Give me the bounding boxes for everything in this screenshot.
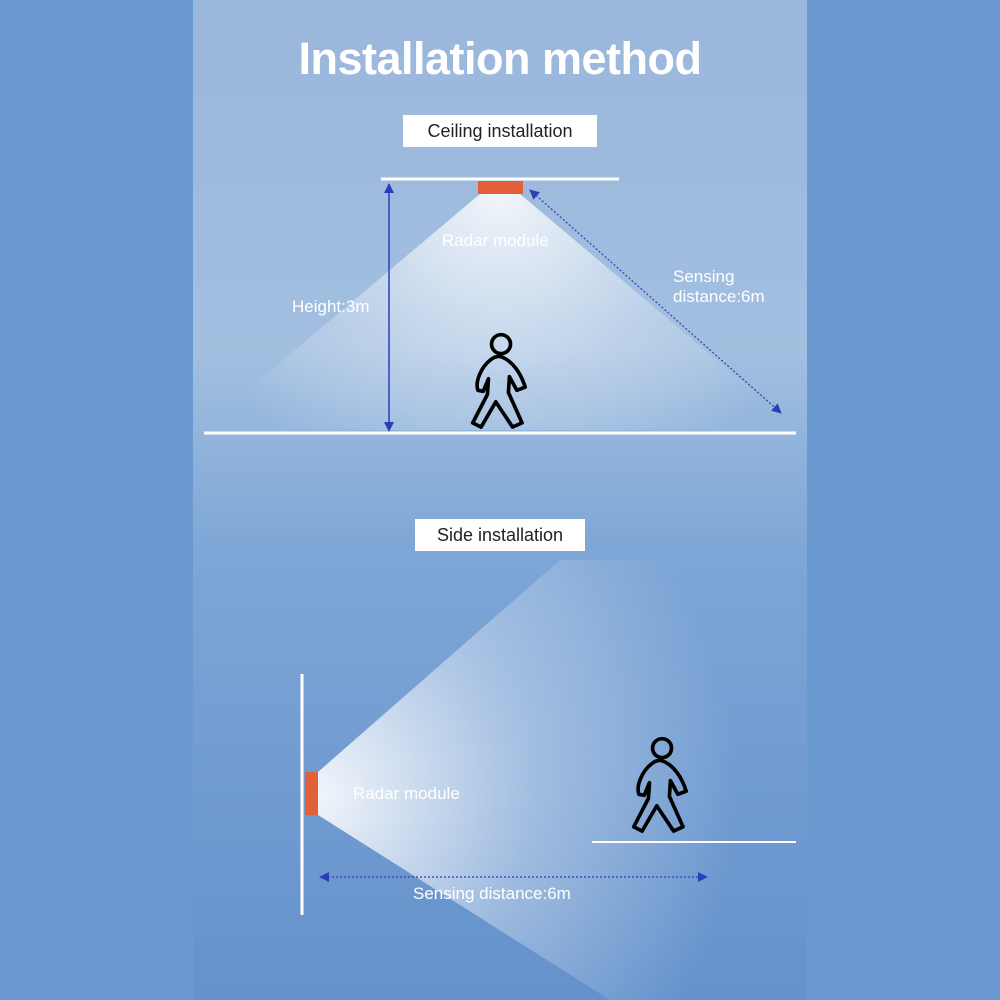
side-distance-label: Sensing distance:6m	[413, 884, 571, 903]
page-title: Installation method	[298, 33, 702, 84]
ceiling-radar-label: Radar module	[442, 231, 549, 250]
side-installation-tag: Side installation	[415, 519, 585, 551]
side-radar-label: Radar module	[353, 784, 460, 803]
ceiling-installation-tag: Ceiling installation	[403, 115, 597, 147]
walking-person-icon	[470, 332, 528, 429]
ceiling-distance-label-line2: distance:6m	[673, 287, 765, 306]
ceiling-radar-module	[478, 181, 523, 194]
ceiling-detection-cone	[200, 194, 800, 430]
side-detection-cone	[318, 560, 820, 1000]
side-radar-module	[305, 772, 318, 815]
height-label: Height:3m	[292, 297, 370, 316]
walking-person-icon	[631, 736, 689, 833]
ceiling-distance-label-line1: Sensing	[673, 267, 735, 286]
